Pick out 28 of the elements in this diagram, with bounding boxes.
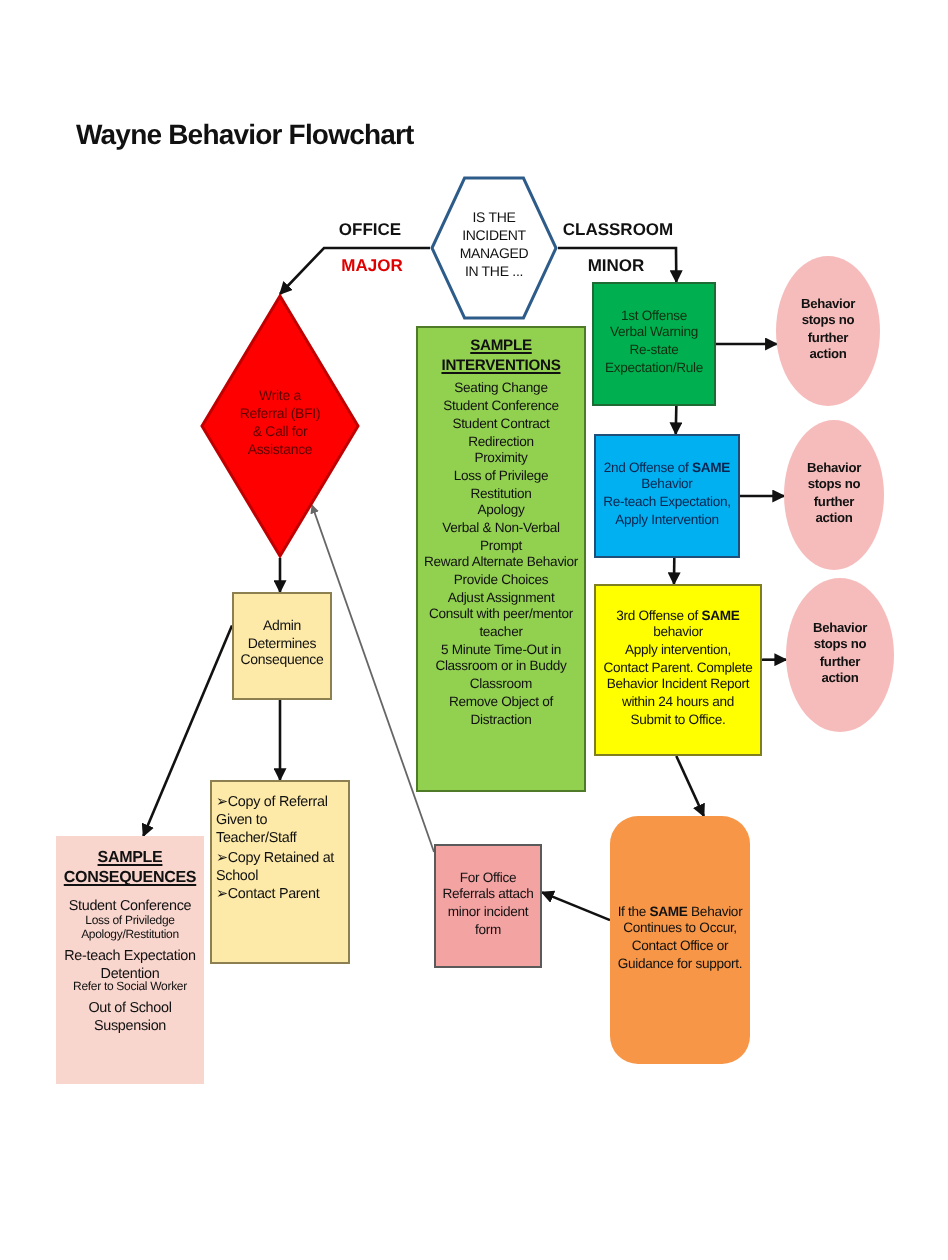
process-box xyxy=(592,282,716,406)
arrow xyxy=(716,337,779,351)
arrow xyxy=(669,405,683,436)
action-box xyxy=(610,816,750,1064)
arrow xyxy=(667,558,681,586)
note-box xyxy=(210,780,350,964)
note-box xyxy=(434,844,542,968)
edge-label: CLASSROOM xyxy=(560,220,676,240)
branch-label: MAJOR xyxy=(341,256,403,276)
branch-label: MINOR xyxy=(587,256,645,276)
arrow xyxy=(279,246,430,295)
arrow xyxy=(762,653,788,667)
arrow xyxy=(273,700,287,782)
heading: SAMPLE CONSEQUENCES xyxy=(61,848,199,889)
title: Wayne Behavior Flowchart xyxy=(76,118,414,150)
arrow xyxy=(740,489,786,503)
arrow xyxy=(540,890,611,922)
consequences-panel xyxy=(56,836,204,1084)
arrow xyxy=(273,558,287,594)
interventions-panel xyxy=(416,326,586,792)
arrow xyxy=(675,755,705,818)
process-box xyxy=(594,584,762,756)
process-box xyxy=(232,592,332,700)
arrow xyxy=(558,246,683,284)
arrow xyxy=(310,504,435,853)
edge-label: OFFICE xyxy=(336,220,404,240)
process-box xyxy=(594,434,740,558)
arrow xyxy=(141,624,234,838)
